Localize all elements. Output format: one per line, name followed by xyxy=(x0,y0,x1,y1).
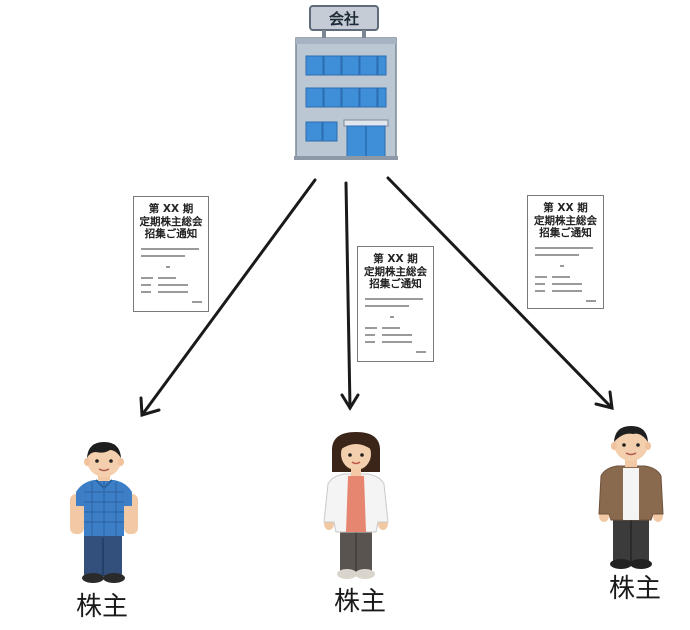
meeting-notice-document-center: 第 XX 期 定期株主総会 招集ご通知 xyxy=(357,246,434,362)
notice-title-convocation: 招集ご通知 xyxy=(539,227,592,239)
arrow-to-center-shareholder xyxy=(344,181,352,410)
notice-title-meeting: 定期株主総会 xyxy=(364,266,427,278)
arrow-head-center xyxy=(340,393,360,411)
shareholder-man-brown-jacket xyxy=(598,426,664,569)
notice-title-term: 第 XX 期 xyxy=(148,203,194,215)
shareholder-man-blue-shirt xyxy=(70,442,138,583)
company-building: 会社 xyxy=(294,5,398,160)
meeting-notice-document-left: 第 XX 期 定期株主総会 招集ご通知 xyxy=(133,196,209,312)
notice-title-meeting: 定期株主総会 xyxy=(534,215,597,227)
arrow-to-left-shareholder xyxy=(140,178,317,417)
shareholder-woman-cardigan xyxy=(323,432,389,579)
notice-title-term: 第 XX 期 xyxy=(373,253,418,265)
shareholder-label-right: 株主 xyxy=(609,574,662,604)
arrow-to-right-shareholder xyxy=(386,176,614,410)
meeting-notice-document-right: 第 XX 期 定期株主総会 招集ご通知 xyxy=(527,195,604,309)
arrow-head-right xyxy=(594,390,614,410)
notice-title-convocation: 招集ご通知 xyxy=(144,228,198,240)
arrow-head-left xyxy=(139,396,161,417)
notice-title-term: 第 XX 期 xyxy=(543,202,588,214)
notice-title-convocation: 招集ご通知 xyxy=(369,278,422,290)
shareholder-label-left: 株主 xyxy=(76,592,129,622)
notice-title-meeting: 定期株主総会 xyxy=(139,216,203,228)
company-sign: 会社 xyxy=(329,10,359,28)
shareholder-label-center: 株主 xyxy=(334,587,387,617)
